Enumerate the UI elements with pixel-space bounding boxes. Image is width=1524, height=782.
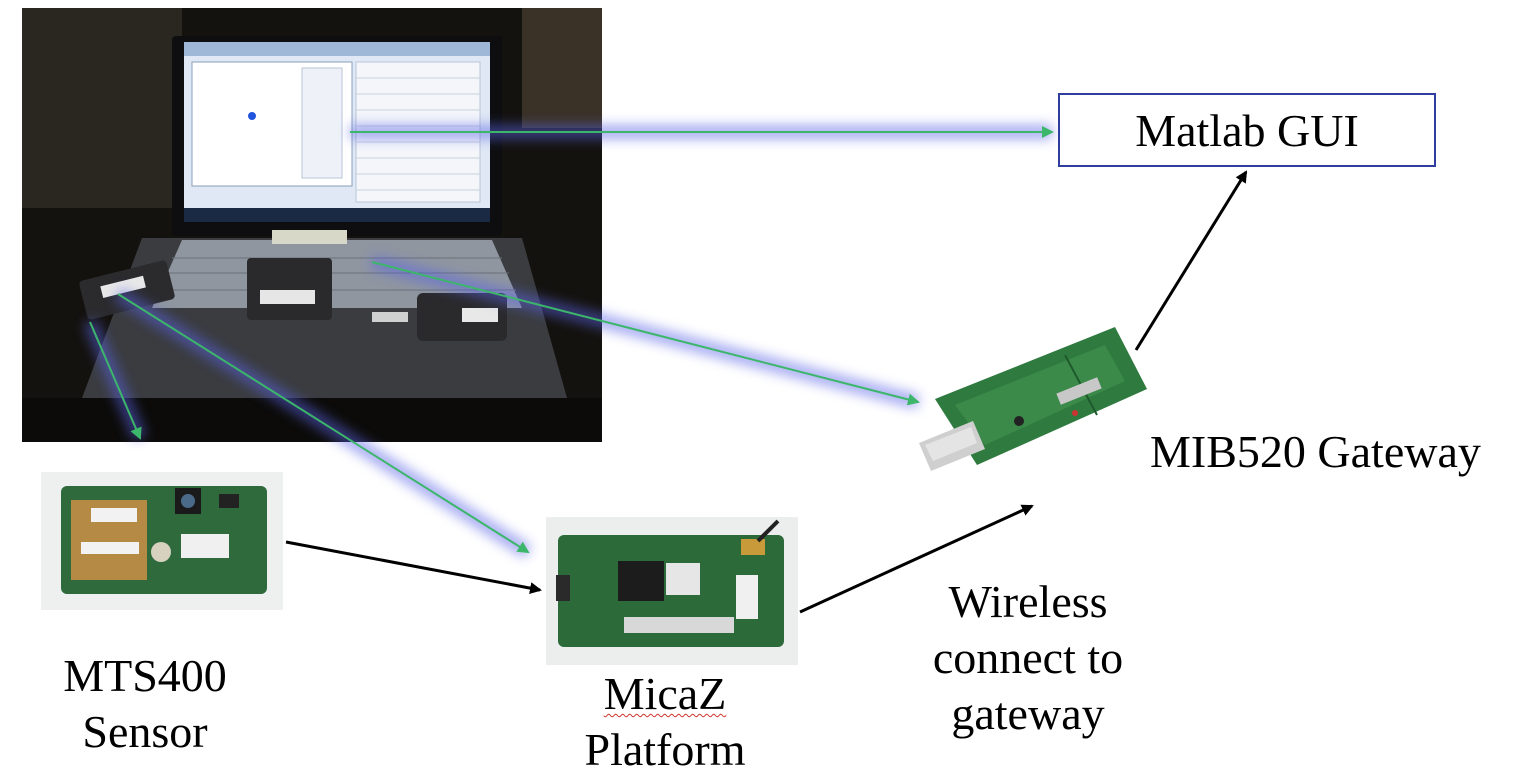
laptop-photo	[22, 8, 602, 442]
matlab-gui-label: Matlab GUI	[1135, 105, 1359, 156]
sensor-label: MTS400 Sensor	[40, 648, 250, 760]
arrow-mote-to-sensor	[89, 321, 142, 440]
wireless-label: Wireless connect to gateway	[908, 574, 1148, 742]
platform-label: MicaZ Platform	[560, 666, 770, 778]
arrow-mote-to-micaz	[117, 293, 530, 554]
platform-label-line1: MicaZ	[603, 668, 727, 719]
sensor-label-line1: MTS400	[63, 650, 227, 701]
wireless-label-line1: Wireless	[948, 576, 1108, 627]
arrow-laptop-to-gateway	[371, 261, 920, 406]
mib520-board-photo	[919, 327, 1147, 471]
arrow-micaz-to-gateway	[799, 504, 1034, 614]
micaz-board-photo	[546, 517, 798, 665]
arrow-gateway-to-matlab	[1134, 170, 1248, 351]
wireless-label-line3: gateway	[951, 688, 1105, 740]
wireless-label-line2: connect to	[932, 632, 1124, 684]
arrow-sensor-to-micaz	[285, 540, 542, 595]
gateway-label: MIB520 Gateway	[1150, 426, 1481, 477]
glow-layer	[83, 125, 1052, 558]
matlab-gui-box	[1058, 93, 1436, 167]
platform-label-line2: Platform	[584, 724, 746, 776]
sensor-label-line2: Sensor	[82, 706, 208, 758]
mts400-board-photo	[41, 472, 283, 610]
